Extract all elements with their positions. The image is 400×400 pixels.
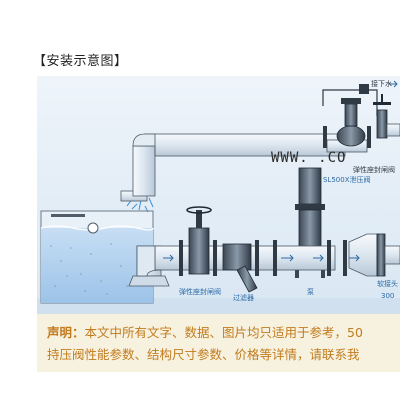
- notice-line-2: 持压阀性能参数、结构尺寸参数、价格等详情，请联系我: [47, 347, 360, 362]
- flow-arrows: [163, 254, 360, 262]
- header: 【安装示意图】: [0, 0, 400, 76]
- label-soft-joint: 软接头: [377, 279, 398, 288]
- discharge-pipe: [132, 133, 346, 197]
- footer-spacer: [0, 372, 400, 400]
- label-pump: 泵: [307, 288, 314, 296]
- section-title: 【安装示意图】: [33, 54, 128, 69]
- watermark: WWW. .CO: [271, 150, 346, 166]
- label-pressure-valve: SL500X泄压阀: [323, 175, 371, 184]
- pressure-valve-assembly: [322, 80, 400, 153]
- label-number-fragment: 300: [381, 292, 394, 300]
- installation-diagram: 接下水 弹性座封闸阀 SL500X泄压阀 弹性座封闸阀 过滤器 泵 软接头 30…: [37, 76, 400, 314]
- suction-flanges: [179, 240, 347, 276]
- label-elastic-valve-bottom: 弹性座封闸阀: [179, 287, 221, 296]
- label-filter: 过滤器: [233, 293, 254, 302]
- filter: [222, 243, 258, 293]
- water-tank: [40, 210, 154, 304]
- diagram-svg: 接下水 弹性座封闸阀 SL500X泄压阀 弹性座封闸阀 过滤器 泵 软接头 30…: [37, 76, 400, 314]
- label-elastic-valve-top: 弹性座封闸阀: [353, 165, 395, 174]
- notice-label: 声明：: [47, 325, 85, 340]
- notice-line-1: 声明：本文中所有文字、数据、图片均只适用于参考，50: [47, 322, 363, 341]
- disclaimer-notice: 声明：本文中所有文字、数据、图片均只适用于参考，50 持压阀性能参数、结构尺寸参…: [37, 314, 400, 372]
- notice-text-1: 本文中所有文字、数据、图片均只适用于参考，50: [84, 325, 363, 340]
- soft-joint: [348, 233, 400, 277]
- label-valve-top-right: 接下水: [371, 79, 392, 88]
- elastic-gate-valve-bottom: [186, 206, 212, 275]
